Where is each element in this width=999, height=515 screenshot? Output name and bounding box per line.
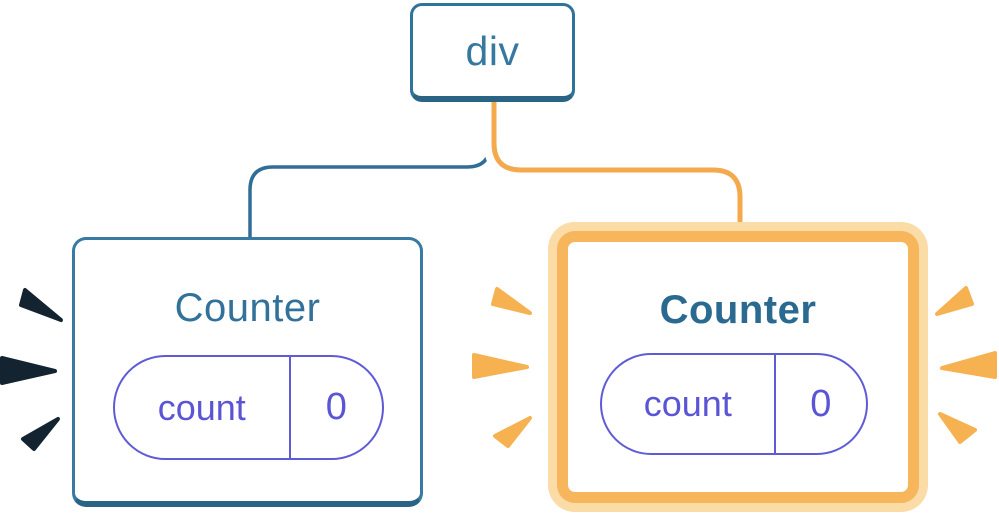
sparkle-ray-icon <box>940 351 997 379</box>
sparkle-ray-icon <box>0 356 57 385</box>
state-pill-key: count <box>115 357 291 458</box>
state-pill-right: count 0 <box>600 353 868 455</box>
sparkle-ray-icon <box>493 416 532 448</box>
sparkle-burst-right-card-left-icon <box>472 287 532 448</box>
connector-casing <box>483 101 751 223</box>
sparkle-ray-icon <box>472 353 529 379</box>
sparkle-ray-icon <box>21 417 60 451</box>
sparkle-burst-right-card-right-icon <box>935 286 997 444</box>
sparkle-burst-left-dark-icon <box>0 288 63 451</box>
root-node-label: div <box>465 27 520 74</box>
state-pill-value: 0 <box>810 382 832 425</box>
connector-orange-right-edge <box>491 101 743 237</box>
state-pill-value: 0 <box>325 386 347 428</box>
connector-blue-left-edge <box>248 101 492 240</box>
sparkle-ray-icon <box>938 412 977 444</box>
sparkle-ray-icon <box>491 287 532 315</box>
sparkle-ray-icon <box>935 286 974 316</box>
counter-card-right-highlighted: Counter count 0 <box>557 231 919 503</box>
state-pill-key: count <box>602 355 776 453</box>
counter-card-left: Counter count 0 <box>72 237 423 507</box>
sparkle-ray-icon <box>19 288 63 322</box>
counter-card-left-title: Counter <box>174 286 321 330</box>
counter-card-right-title: Counter <box>659 288 817 332</box>
root-node-div: div <box>410 3 575 102</box>
state-pill-left: count 0 <box>113 355 384 460</box>
